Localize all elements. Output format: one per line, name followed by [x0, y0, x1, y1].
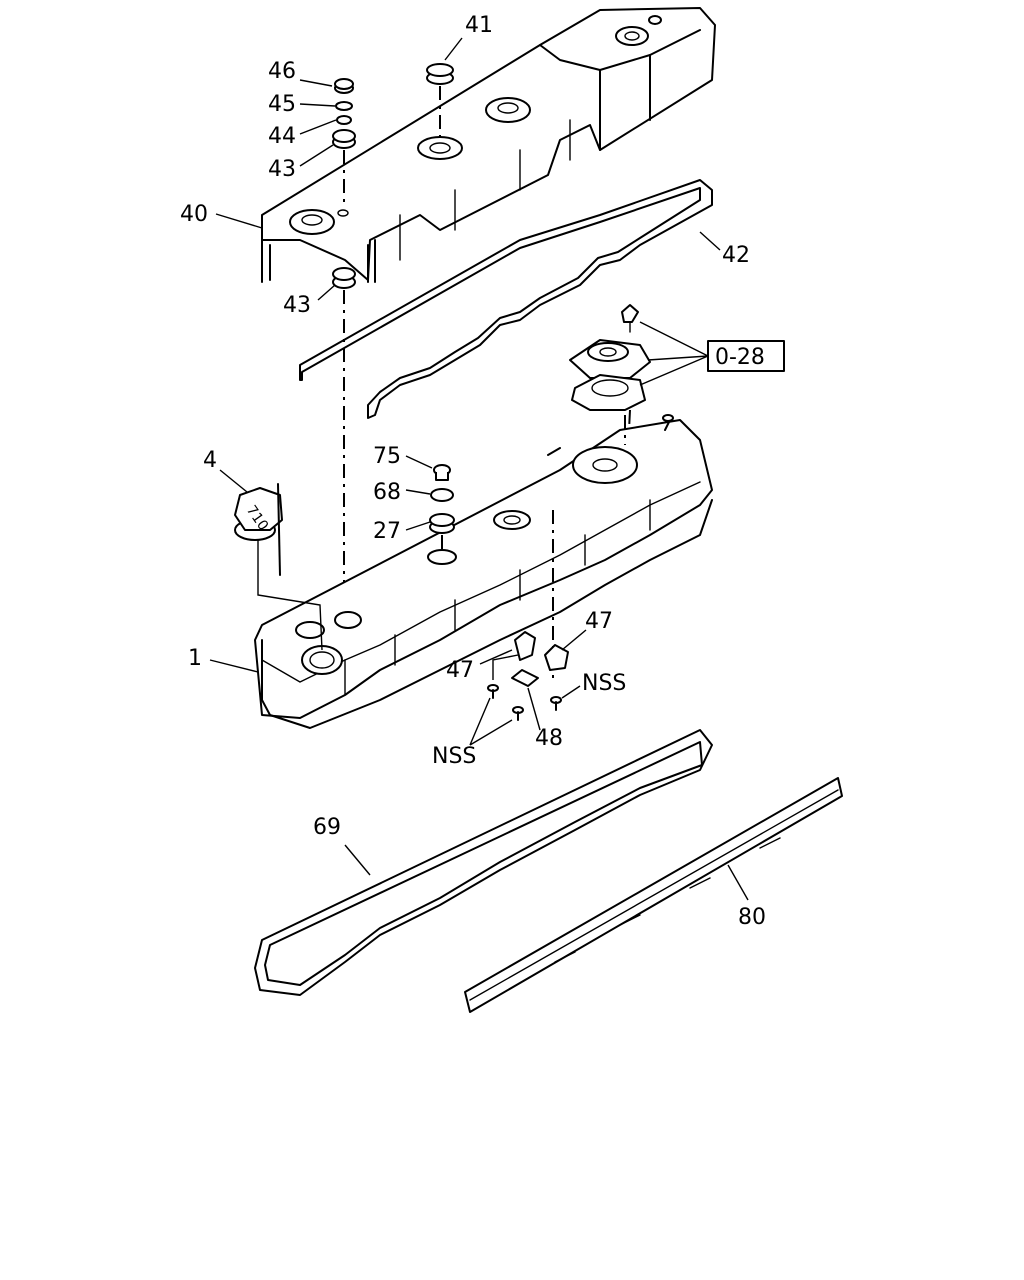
nut-46	[334, 78, 354, 94]
callout-41: 41	[465, 13, 493, 38]
head-cover-1	[254, 414, 713, 729]
grommet-41	[426, 63, 454, 85]
callout-nss-left: NSS	[432, 744, 476, 769]
washer-45	[335, 101, 353, 111]
callout-4: 4	[203, 448, 217, 473]
upper-cover-40	[261, 7, 716, 283]
callout-69: 69	[313, 815, 341, 840]
breather-assembly-0-28	[569, 304, 651, 411]
callout-80: 80	[738, 905, 766, 930]
seal-strip-80	[464, 777, 843, 1013]
grommet-43-top	[332, 129, 356, 149]
grommet-43-mid	[332, 267, 356, 289]
callout-0-28: 0-28	[715, 345, 765, 370]
callout-42: 42	[722, 243, 750, 268]
bracket-47-right	[544, 644, 569, 671]
gasket-69	[254, 729, 713, 996]
bolt-75	[433, 464, 451, 481]
oil-cap-4: 710	[234, 483, 283, 576]
callout-27: 27	[373, 519, 401, 544]
callout-45: 45	[268, 92, 296, 117]
washer-68	[430, 488, 454, 502]
bolt-nss-2	[512, 706, 524, 721]
clip-48	[511, 669, 539, 687]
callout-47-right: 47	[585, 609, 613, 634]
callout-48: 48	[535, 726, 563, 751]
callout-40: 40	[180, 202, 208, 227]
callout-1: 1	[188, 646, 202, 671]
callout-46: 46	[268, 59, 296, 84]
bracket-47-left	[514, 631, 536, 661]
washer-44	[336, 115, 352, 125]
callout-75: 75	[373, 444, 401, 469]
callout-nss-right: NSS	[582, 671, 626, 696]
seal-27	[429, 513, 455, 534]
callout-44: 44	[268, 124, 296, 149]
callout-43-mid: 43	[283, 293, 311, 318]
bolt-nss-1	[487, 684, 499, 699]
callout-43-top: 43	[268, 157, 296, 182]
bolt-nss-3	[550, 696, 562, 711]
gasket-42	[299, 179, 713, 419]
callout-68: 68	[373, 480, 401, 505]
callout-47-left: 47	[446, 658, 474, 683]
